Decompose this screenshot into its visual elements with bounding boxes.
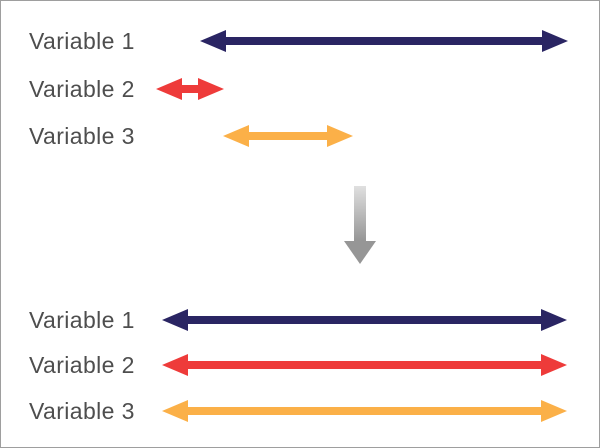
arrowhead-left-icon: [162, 400, 188, 422]
arrowhead-right-icon: [541, 309, 567, 331]
transform-down-arrow-icon: [344, 186, 376, 264]
variable1-label-before: Variable 1: [29, 28, 135, 54]
arrow-shaft: [188, 361, 541, 369]
variable2-label-before: Variable 2: [29, 76, 135, 102]
arrowhead-right-icon: [541, 400, 567, 422]
arrow-shaft: [188, 316, 541, 324]
variable3-range-arrow-before: [223, 125, 353, 147]
variable3-label-after: Variable 3: [29, 398, 135, 424]
arrow-shaft: [249, 132, 327, 140]
arrow-shaft: [226, 37, 542, 45]
variable2-label-after: Variable 2: [29, 352, 135, 378]
arrowhead-left-icon: [156, 78, 182, 100]
variable1-label-after: Variable 1: [29, 307, 135, 333]
arrowhead-right-icon: [198, 78, 224, 100]
arrowhead-left-icon: [200, 30, 226, 52]
variable3-range-arrow-after: [162, 400, 567, 422]
variable2-range-arrow-before: [156, 78, 224, 100]
variable1-range-arrow-after: [162, 309, 567, 331]
arrow-shaft: [188, 407, 541, 415]
variable2-range-arrow-after: [162, 354, 567, 376]
arrowhead-right-icon: [541, 354, 567, 376]
arrow-shaft: [182, 85, 198, 93]
down-arrowhead-icon: [344, 241, 376, 264]
arrowhead-right-icon: [542, 30, 568, 52]
arrowhead-left-icon: [162, 309, 188, 331]
variable3-label-before: Variable 3: [29, 123, 135, 149]
arrowhead-right-icon: [327, 125, 353, 147]
variable1-range-arrow-before: [200, 30, 568, 52]
down-arrow-shaft: [354, 186, 366, 241]
arrowhead-left-icon: [162, 354, 188, 376]
arrowhead-left-icon: [223, 125, 249, 147]
